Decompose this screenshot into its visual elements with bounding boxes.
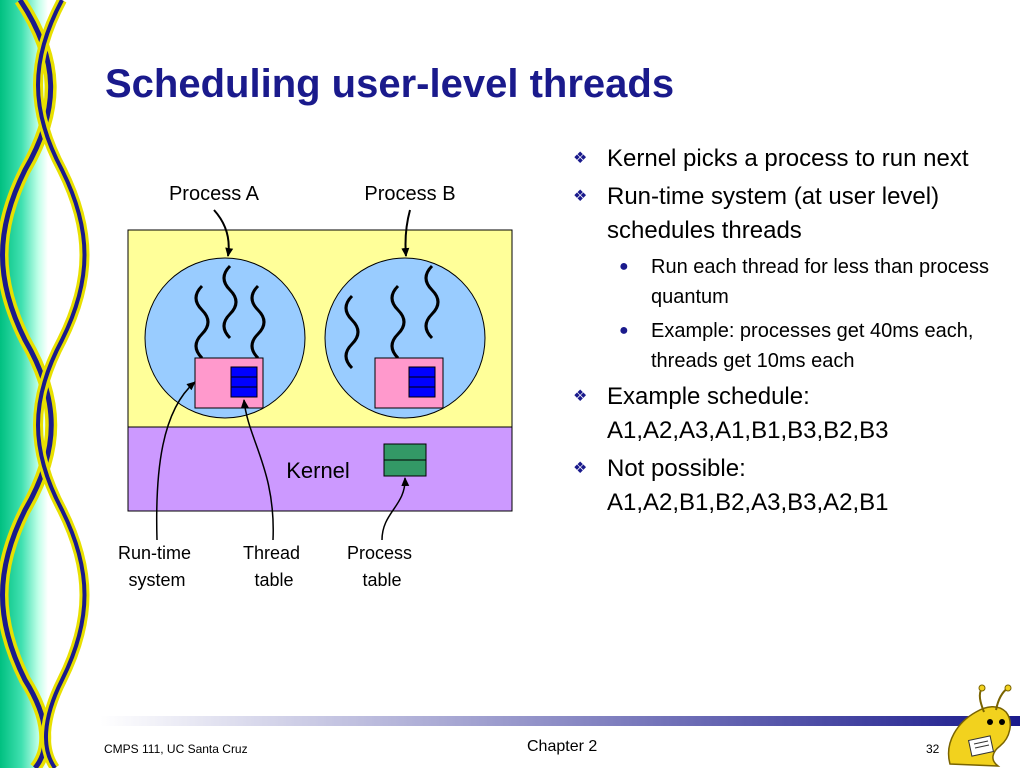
- sub-bullet-item: ● Example: processes get 40ms each, thre…: [565, 316, 1005, 376]
- diamond-cluster-icon: ❖: [573, 188, 588, 205]
- decorative-wavy-stripe: [0, 0, 90, 768]
- bullet-item: ❖ Kernel picks a process to run next: [565, 142, 1005, 176]
- slug-mascot-icon: [947, 684, 1012, 767]
- dot-icon: ●: [619, 258, 629, 275]
- dot-icon: ●: [619, 322, 629, 339]
- footer-chapter: Chapter 2: [527, 738, 598, 755]
- bullet-list: ❖ Kernel picks a process to run next ❖ R…: [565, 142, 1005, 524]
- slide-title: Scheduling user-level threads: [105, 62, 675, 106]
- process-b-circle: [324, 257, 486, 419]
- thread-icon: [390, 284, 406, 360]
- sub-bullet-item: ● Run each thread for less than process …: [565, 252, 1005, 312]
- bullet-item: ❖ Not possible: A1,A2,B1,B2,A3,B3,A2,B1: [565, 452, 1005, 520]
- thread-icon: [344, 294, 360, 370]
- process-table-label: Process table: [347, 543, 417, 590]
- thread-table-arrow: [240, 399, 274, 541]
- thread-icon: [250, 284, 266, 360]
- thread-icon: [222, 264, 238, 340]
- process-a-circle: [144, 257, 306, 419]
- process-b: [324, 257, 486, 419]
- bullet-item: ❖ Example schedule: A1,A2,A3,A1,B1,B3,B2…: [565, 380, 1005, 448]
- process-table: [383, 443, 427, 477]
- process-b-label: Process B: [364, 183, 455, 205]
- thread-icon: [424, 264, 440, 340]
- runtime-system-label: Run-time system: [118, 543, 196, 590]
- thread-icon: [194, 284, 210, 360]
- threads-diagram: Process A Process B Kernel: [118, 183, 513, 590]
- thread-table-b: [408, 366, 436, 398]
- diamond-cluster-icon: ❖: [573, 150, 588, 167]
- runtime-system-arrow: [155, 381, 196, 541]
- diamond-cluster-icon: ❖: [573, 460, 588, 477]
- process-table-arrow: [381, 477, 410, 541]
- page-number: 32: [926, 742, 940, 756]
- bullet-item: ❖ Run-time system (at user level) schedu…: [565, 180, 1005, 248]
- process-a: [144, 257, 306, 419]
- process-a-label: Process A: [169, 183, 260, 205]
- kernel-space-region: [127, 426, 513, 512]
- kernel-label: Kernel: [286, 458, 350, 483]
- thread-table-a: [230, 366, 258, 398]
- process-a-arrow: [213, 209, 234, 257]
- diamond-cluster-icon: ❖: [573, 388, 588, 405]
- process-b-arrow: [401, 209, 411, 257]
- thread-table-label: Thread table: [243, 543, 305, 590]
- footer-course: CMPS 111, UC Santa Cruz: [104, 742, 248, 756]
- footer-gradient-bar: [100, 716, 1020, 726]
